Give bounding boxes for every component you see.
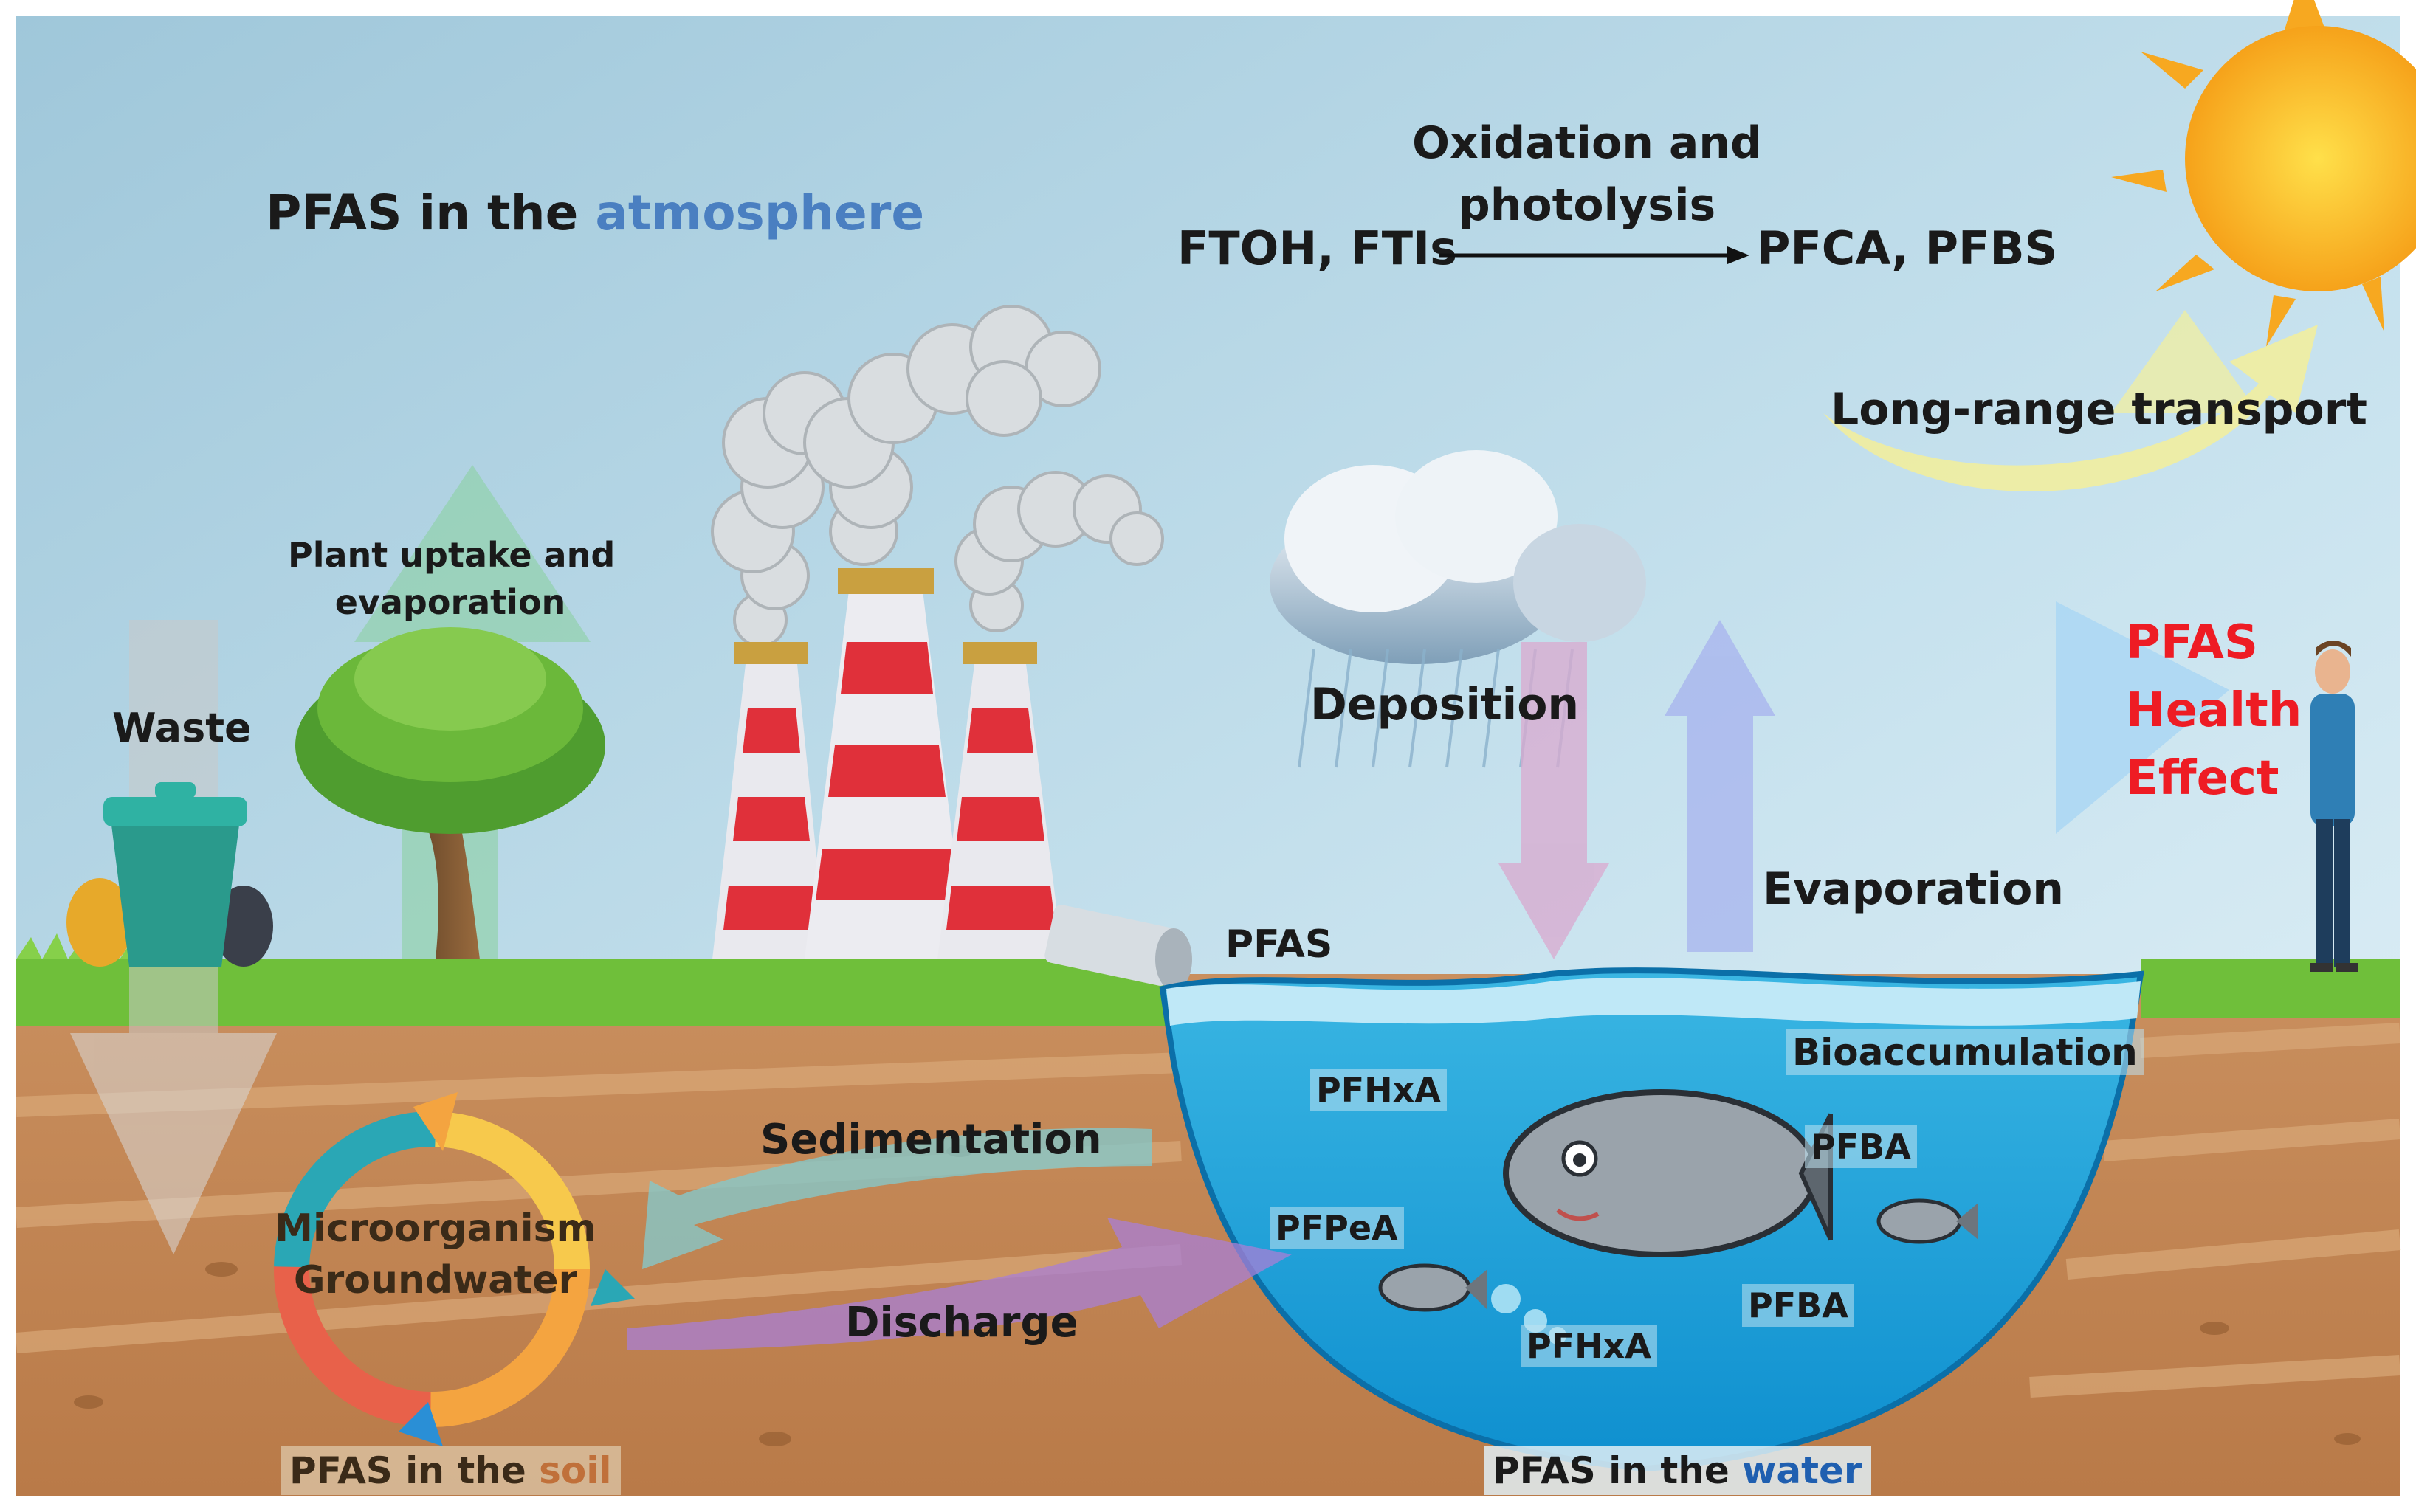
atmosphere-title: PFAS in the atmosphere (266, 184, 925, 241)
oxidation-line1: Oxidation and (1412, 117, 1762, 169)
health-line3: Effect (2126, 751, 2279, 806)
long-range-transport-arrow (1823, 325, 2318, 491)
atmosphere-word: atmosphere (595, 184, 925, 241)
reactants-label: FTOH, FTIs (1177, 221, 1457, 275)
deposition-label: Deposition (1310, 679, 1580, 731)
pfba-bottom-label: PFBA (1742, 1284, 1854, 1327)
pfba-top-label: PFBA (1805, 1125, 1917, 1168)
discharge-label: Discharge (845, 1299, 1078, 1347)
waste-label: Waste (112, 705, 252, 751)
products-label: PFCA, PFBS (1757, 221, 2058, 275)
tree-icon (295, 627, 605, 959)
deposition-arrow (1498, 642, 1609, 959)
plant-line2: evaporation (334, 582, 566, 622)
bioaccumulation-label: Bioaccumulation (1786, 1029, 2144, 1075)
evaporation-arrow (1665, 620, 1775, 952)
factory-chimneys (712, 568, 1063, 959)
sun-icon (2111, 0, 2416, 347)
oxidation-label: Oxidation and photolysis (1373, 112, 1801, 236)
evaporation-label: Evaporation (1763, 863, 2065, 915)
pipe-pfas-label: PFAS (1225, 922, 1333, 967)
long-range-transport-label: Long-range transport (1831, 384, 2367, 435)
health-effect-arrow (2056, 601, 2229, 834)
health-line1: PFAS (2126, 615, 2258, 670)
rain-cloud-icon (1270, 450, 1646, 768)
trash-can-icon (66, 782, 273, 967)
person-icon (2310, 641, 2358, 972)
microorganism-cycle-ring (274, 1092, 635, 1446)
health-line2: Health (2126, 683, 2302, 738)
smoke-plume (711, 305, 1164, 647)
discharge-pipe (1044, 905, 1192, 990)
sedimentation-label: Sedimentation (760, 1116, 1102, 1164)
soil-title: PFAS in the soil (281, 1446, 621, 1495)
soil-word: soil (539, 1449, 612, 1492)
reaction-arrow (1439, 246, 1749, 264)
cycle-label: Microorganism Groundwater (266, 1203, 605, 1306)
oxidation-line2: photolysis (1458, 179, 1716, 231)
water-title: PFAS in the water (1484, 1446, 1871, 1495)
small-fish-icon (1378, 1198, 1978, 1312)
water-word: water (1742, 1449, 1862, 1492)
sedimentation-arrow (642, 1128, 1152, 1269)
pfhxa-top-label: PFHxA (1310, 1069, 1447, 1111)
microorganism-label: Microorganism (275, 1207, 596, 1251)
plant-uptake-label: Plant uptake and evaporation (288, 531, 616, 626)
groundwater-label: Groundwater (293, 1258, 578, 1302)
plant-line1: Plant uptake and (288, 535, 616, 575)
discharge-arrow (627, 1218, 1292, 1350)
health-effect-label: PFAS Health Effect (2126, 609, 2302, 812)
pfhxa-bottom-label: PFHxA (1521, 1325, 1657, 1367)
pfpea-label: PFPeA (1270, 1207, 1404, 1249)
